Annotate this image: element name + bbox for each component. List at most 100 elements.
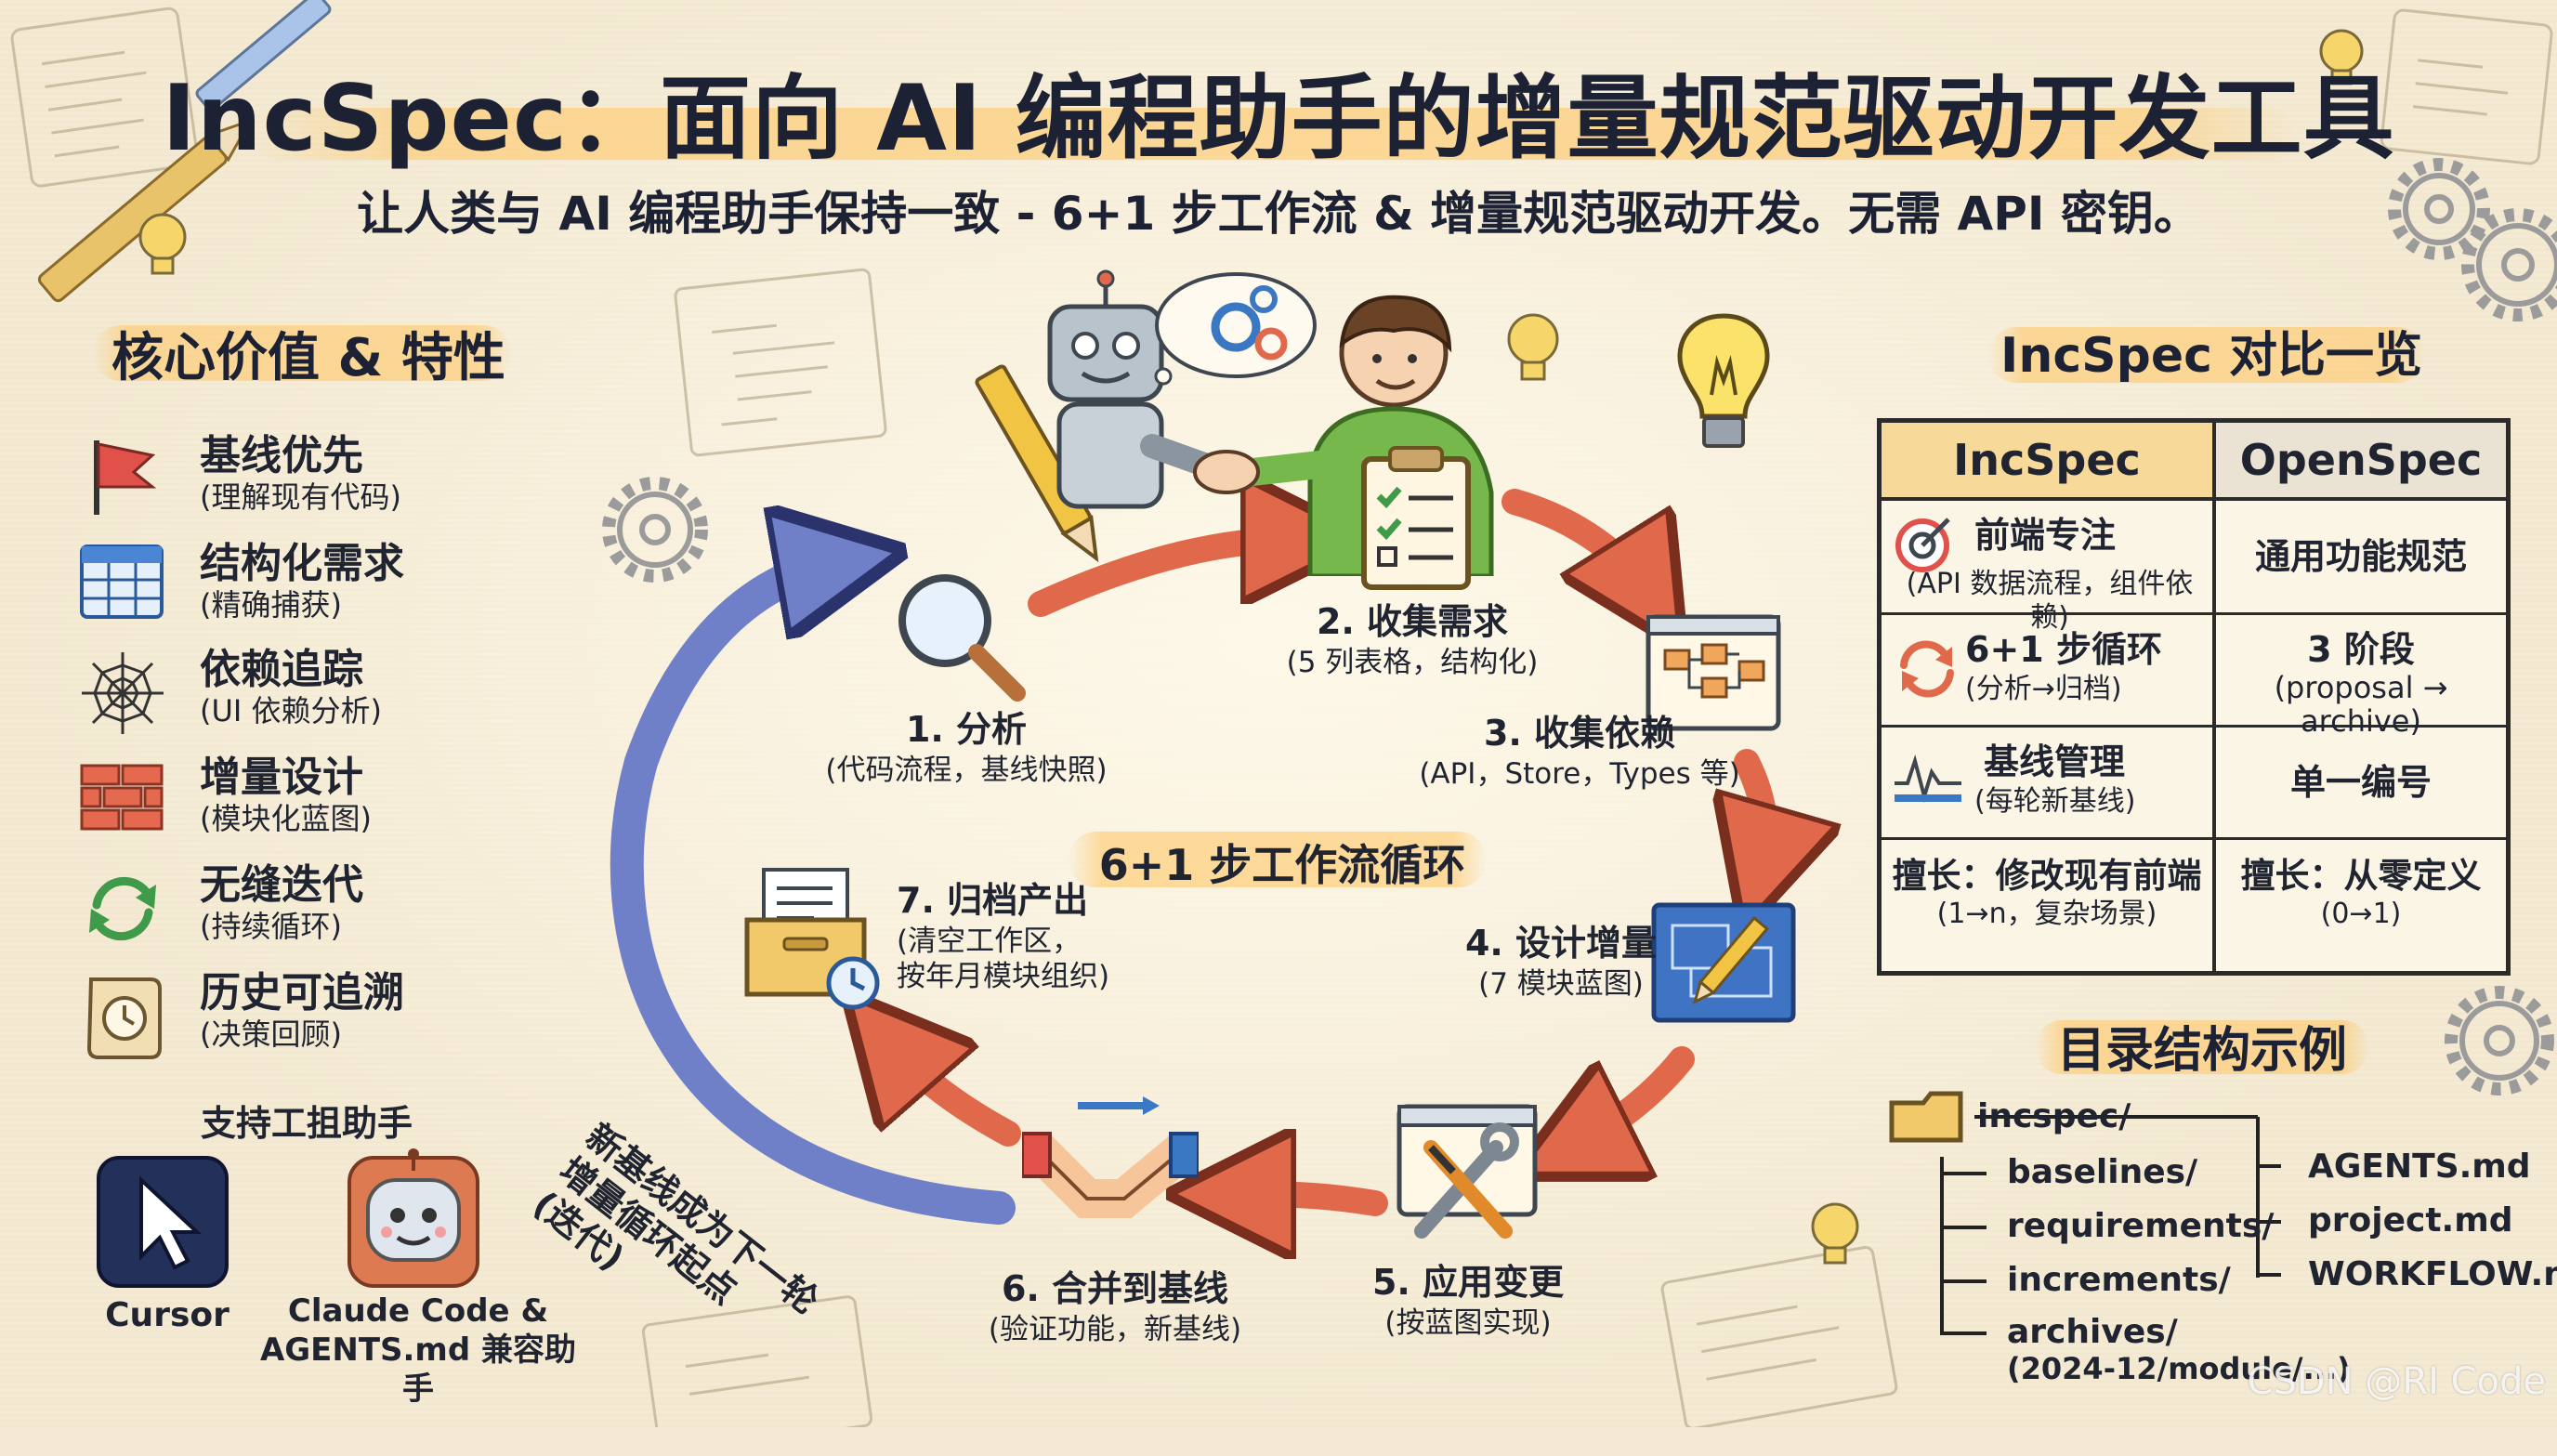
- comparison-divider: [2212, 497, 2216, 971]
- comparison-header-openspec: OpenSpec: [2216, 423, 2506, 501]
- folder-icon: [1889, 1091, 1963, 1143]
- assistant-claude-name-line1: Claude Code &: [287, 1292, 549, 1330]
- directory-file: AGENTS.md: [2308, 1148, 2531, 1186]
- assistants-title: 支持工抯助手: [200, 1103, 413, 1144]
- directory-item: archives/: [2007, 1313, 2178, 1351]
- feature-subtitle: (持续循环): [200, 909, 342, 944]
- comparison-title: IncSpec 对比一览: [2000, 328, 2423, 384]
- step-7-title: 7. 归档产出: [897, 880, 1089, 921]
- center-label-highlight: [1069, 832, 1487, 887]
- feature-subtitle: (模块化蓝图): [200, 801, 372, 836]
- feature-title: 增量设计: [200, 754, 363, 801]
- directory-item: increments/: [2007, 1261, 2231, 1299]
- directory-highlight: [2035, 1020, 2369, 1074]
- assistant-claude: [344, 1148, 492, 1293]
- arrow-step3-to-step4: [1747, 749, 1765, 869]
- feature-title: 历史可追溯: [200, 969, 404, 1017]
- step-4-title: 4. 设计增量: [1464, 923, 1658, 964]
- comparison-row: 前端专注 (API 数据流程，组件依赖): [1882, 501, 2212, 634]
- arrow-step5-to-step6: [1231, 1194, 1388, 1203]
- comparison-a-subtitle: (每轮新基线): [1974, 785, 2136, 818]
- table-grid-icon: [80, 544, 164, 619]
- step-3-subtitle: (API，Store，Types 等): [1419, 757, 1740, 791]
- comparison-a-subtitle: (API 数据流程，组件依赖): [1906, 568, 2194, 634]
- comparison-b-title: 通用功能规范: [2254, 536, 2467, 577]
- arrow-step1-to-step2: [1028, 539, 1305, 617]
- comparison-a-subtitle: (分析→归档): [1965, 673, 2122, 705]
- left-section-highlight: [93, 325, 511, 381]
- comparison-table: IncSpec OpenSpec 前端专注 (API 数据流程，组件依赖) 通用…: [1877, 418, 2511, 976]
- step-6-subtitle: (验证功能，新基线): [988, 1313, 1242, 1346]
- directory-title: 目录结构示例: [2056, 1023, 2347, 1079]
- step-2-title: 2. 收集需求: [1316, 601, 1509, 642]
- step-3-title: 3. 收集依赖: [1483, 713, 1676, 754]
- assistant-claude-name-line2: AGENTS.md 兼容助手: [259, 1331, 577, 1408]
- archive-box-icon: [744, 868, 880, 1010]
- directory-item: requirements/: [2007, 1207, 2275, 1245]
- cursor-pointer-icon: [97, 1156, 229, 1288]
- scroll-clock-icon: [86, 977, 162, 1059]
- watermark: CSDN @RI Code: [2247, 1360, 2546, 1403]
- comparison-b-subtitle: (proposal → archive): [2274, 670, 2448, 739]
- step-6-title: 6. 合并到基线: [1001, 1268, 1229, 1309]
- brick-wall-icon: [80, 764, 164, 831]
- feature-subtitle: (精确捕获): [200, 587, 342, 623]
- directory-item: baselines/: [2007, 1153, 2198, 1191]
- title-highlight: [251, 108, 2295, 160]
- features-section-title: 核心价值 & 特性: [111, 328, 505, 388]
- feature-subtitle: (决策回顾): [200, 1017, 342, 1052]
- comparison-b-subtitle: (0→1): [2320, 898, 2402, 930]
- comparison-a-title: 6+1 步循环: [1965, 629, 2162, 670]
- wrench-screwdriver-icon: [1397, 1104, 1538, 1239]
- loop-back-arrow: [610, 562, 1016, 1225]
- baseline-wave-icon: [1895, 754, 1961, 804]
- red-flag-icon: [94, 440, 157, 515]
- feature-list: 基线优先 (理解现有代码) 结构化需求 (精确捕获) 依赖追踪 (UI 依赖分析…: [74, 427, 595, 1096]
- page-subtitle: 让人类与 AI 编程助手保持一致 - 6+1 步工作流 & 增量规范驱动开发。无…: [357, 187, 2200, 241]
- flowchart-icon: [1646, 614, 1781, 731]
- comparison-header-incspec: IncSpec: [1882, 423, 2216, 501]
- comparison-b-title: 3 阶段: [2307, 629, 2415, 670]
- handshake-icon: [1022, 1096, 1199, 1218]
- magnifier-icon: [898, 574, 1026, 702]
- lightbulb-icon: [1677, 313, 1770, 448]
- arrow-step6-to-step7: [887, 1041, 1021, 1147]
- step-1-subtitle: (代码流程，基线快照): [825, 754, 1108, 787]
- step-2-subtitle: (5 列表格，结构化): [1286, 646, 1539, 679]
- comparison-row-b: 通用功能规范: [2216, 501, 2506, 615]
- cycle-arrows-icon: [89, 876, 156, 941]
- directory-root: incspec/: [1977, 1097, 2131, 1135]
- step-7-subtitle-line2: 按年月模块组织): [897, 960, 1110, 993]
- comparison-a-title: 前端专注: [1974, 515, 2117, 556]
- directory-file: project.md: [2308, 1201, 2513, 1240]
- comparison-row: 6+1 步循环 (分析→归档): [1882, 615, 2212, 728]
- comparison-row-b: 单一编号: [2216, 728, 2506, 840]
- comparison-a-title: 基线管理: [1984, 741, 2126, 782]
- step-5-subtitle: (按蓝图实现): [1384, 1306, 1552, 1340]
- assistant-cursor: [93, 1152, 242, 1292]
- directory-tree-lines: [1889, 1091, 2281, 1335]
- comparison-a-subtitle: (1→n，复杂场景): [1936, 898, 2157, 930]
- comparison-row: 基线管理 (每轮新基线): [1882, 728, 2212, 840]
- step-1-title: 1. 分析: [905, 709, 1028, 750]
- spider-web-icon: [82, 652, 164, 734]
- page-title: IncSpec：面向 AI 编程助手的增量规范驱动开发工具: [162, 66, 2395, 172]
- assistant-cursor-name: Cursor: [105, 1296, 229, 1334]
- target-icon: [1895, 518, 1950, 572]
- comparison-row: 擅长：修改现有前端 (1→n，复杂场景): [1882, 840, 2212, 966]
- comparison-a-title: 擅长：修改现有前端: [1892, 856, 2202, 896]
- step-5-title: 5. 应用变更: [1371, 1262, 1565, 1303]
- step-7-subtitle-line1: (清空工作区，: [897, 925, 1082, 958]
- comparison-b-title: 擅长：从零定义: [2240, 856, 2482, 896]
- arrow-step4-to-step5: [1570, 1046, 1695, 1148]
- step-7-subtitle: (清空工作区， 按年月模块组织): [897, 924, 1213, 994]
- feature-title: 无缝迭代: [200, 861, 363, 909]
- comparison-b-title: 单一编号: [2289, 762, 2432, 803]
- feature-title: 基线优先: [200, 432, 363, 479]
- comparison-highlight: [1988, 327, 2425, 383]
- directory-file: WORKFLOW.md: [2308, 1255, 2557, 1293]
- feature-subtitle: (UI 依赖分析): [200, 693, 383, 728]
- comparison-row-b: 擅长：从零定义 (0→1): [2216, 840, 2506, 966]
